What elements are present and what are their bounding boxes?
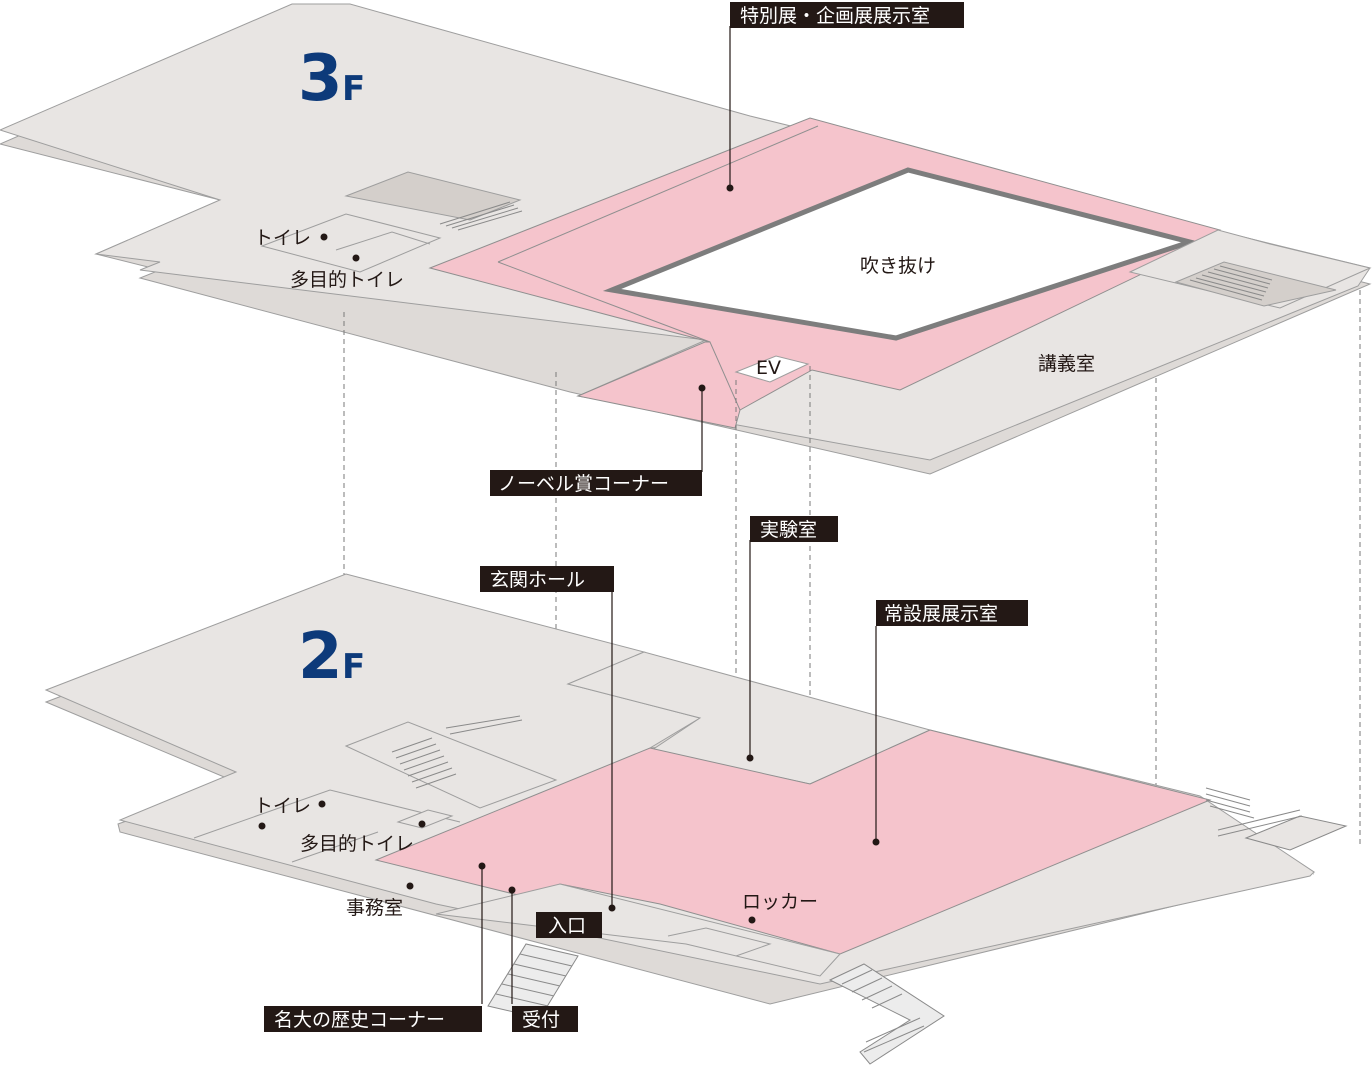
label-multi-toilet-3f: 多目的トイレ (290, 269, 404, 291)
label-nobel-corner: ノーベル賞コーナー (490, 470, 702, 496)
label-toilet-2f: トイレ (254, 795, 311, 817)
entrance-strip (435, 883, 841, 977)
label-toilet-3f: トイレ (254, 227, 311, 249)
leader-dots (258, 184, 880, 924)
label-office: 事務室 (346, 897, 403, 919)
toilet-2f-block (193, 789, 461, 839)
label-lecture-room: 講義室 (1038, 353, 1095, 375)
label-history-corner: 名大の歴史コーナー (264, 1006, 482, 1032)
floor-2f-suffix: F (342, 647, 365, 687)
nobel-corner-area (576, 341, 741, 429)
office-divider (291, 831, 379, 863)
inner-partition-2 (497, 261, 711, 343)
outdoor-stairs-right (828, 963, 945, 1065)
label-entrance-hall: 玄関ホール (480, 566, 614, 592)
label-atrium: 吹き抜け (860, 255, 936, 277)
multi-toilet-2f-block (396, 809, 454, 829)
svg-text:常設展展示室: 常設展展示室 (884, 603, 998, 625)
toilet-3f-divider (335, 231, 431, 251)
label-ev: EV (756, 357, 781, 379)
stairs-3f-left (344, 171, 522, 221)
floor-3f-number: 3 (298, 42, 343, 116)
svg-text:ノーベル賞コーナー: ノーベル賞コーナー (498, 473, 669, 495)
stairs-3f-right (1174, 261, 1337, 307)
stairs-2f-right (1205, 787, 1348, 851)
label-permanent-exhibit: 常設展展示室 (876, 600, 1028, 626)
svg-text:特別展・企画展展示室: 特別展・企画展展示室 (740, 5, 930, 27)
label-special-exhibit: 特別展・企画展展示室 (730, 2, 964, 28)
stairs-2f-left-steps (391, 715, 523, 789)
locker-row (667, 927, 772, 957)
label-locker: ロッカー (742, 891, 818, 913)
inner-partition (497, 125, 819, 263)
floor-3f-suffix: F (342, 69, 365, 109)
svg-text:玄関ホール: 玄関ホール (490, 569, 585, 591)
stairs-3f-right-steps (1189, 265, 1273, 301)
label-entrance: 入口 (536, 912, 602, 938)
floor-2f-number: 2 (298, 620, 343, 694)
label-reception: 受付 (512, 1006, 578, 1032)
stairs-3f-left-steps (439, 201, 523, 231)
label-lab: 実験室 (750, 516, 838, 542)
toilet-3f-block (260, 213, 442, 273)
ev-box (734, 355, 810, 383)
label-multi-toilet-2f: 多目的トイレ (300, 833, 414, 855)
stairs-2f-left (344, 721, 558, 809)
floor-2f (44, 573, 1348, 1065)
svg-text:実験室: 実験室 (760, 519, 817, 541)
atrium-void (602, 167, 1199, 341)
svg-text:受付: 受付 (522, 1009, 560, 1031)
floor-3f (0, 3, 1372, 475)
svg-text:入口: 入口 (548, 915, 586, 937)
svg-text:名大の歴史コーナー: 名大の歴史コーナー (274, 1009, 445, 1031)
leader-lines (481, 26, 877, 1004)
